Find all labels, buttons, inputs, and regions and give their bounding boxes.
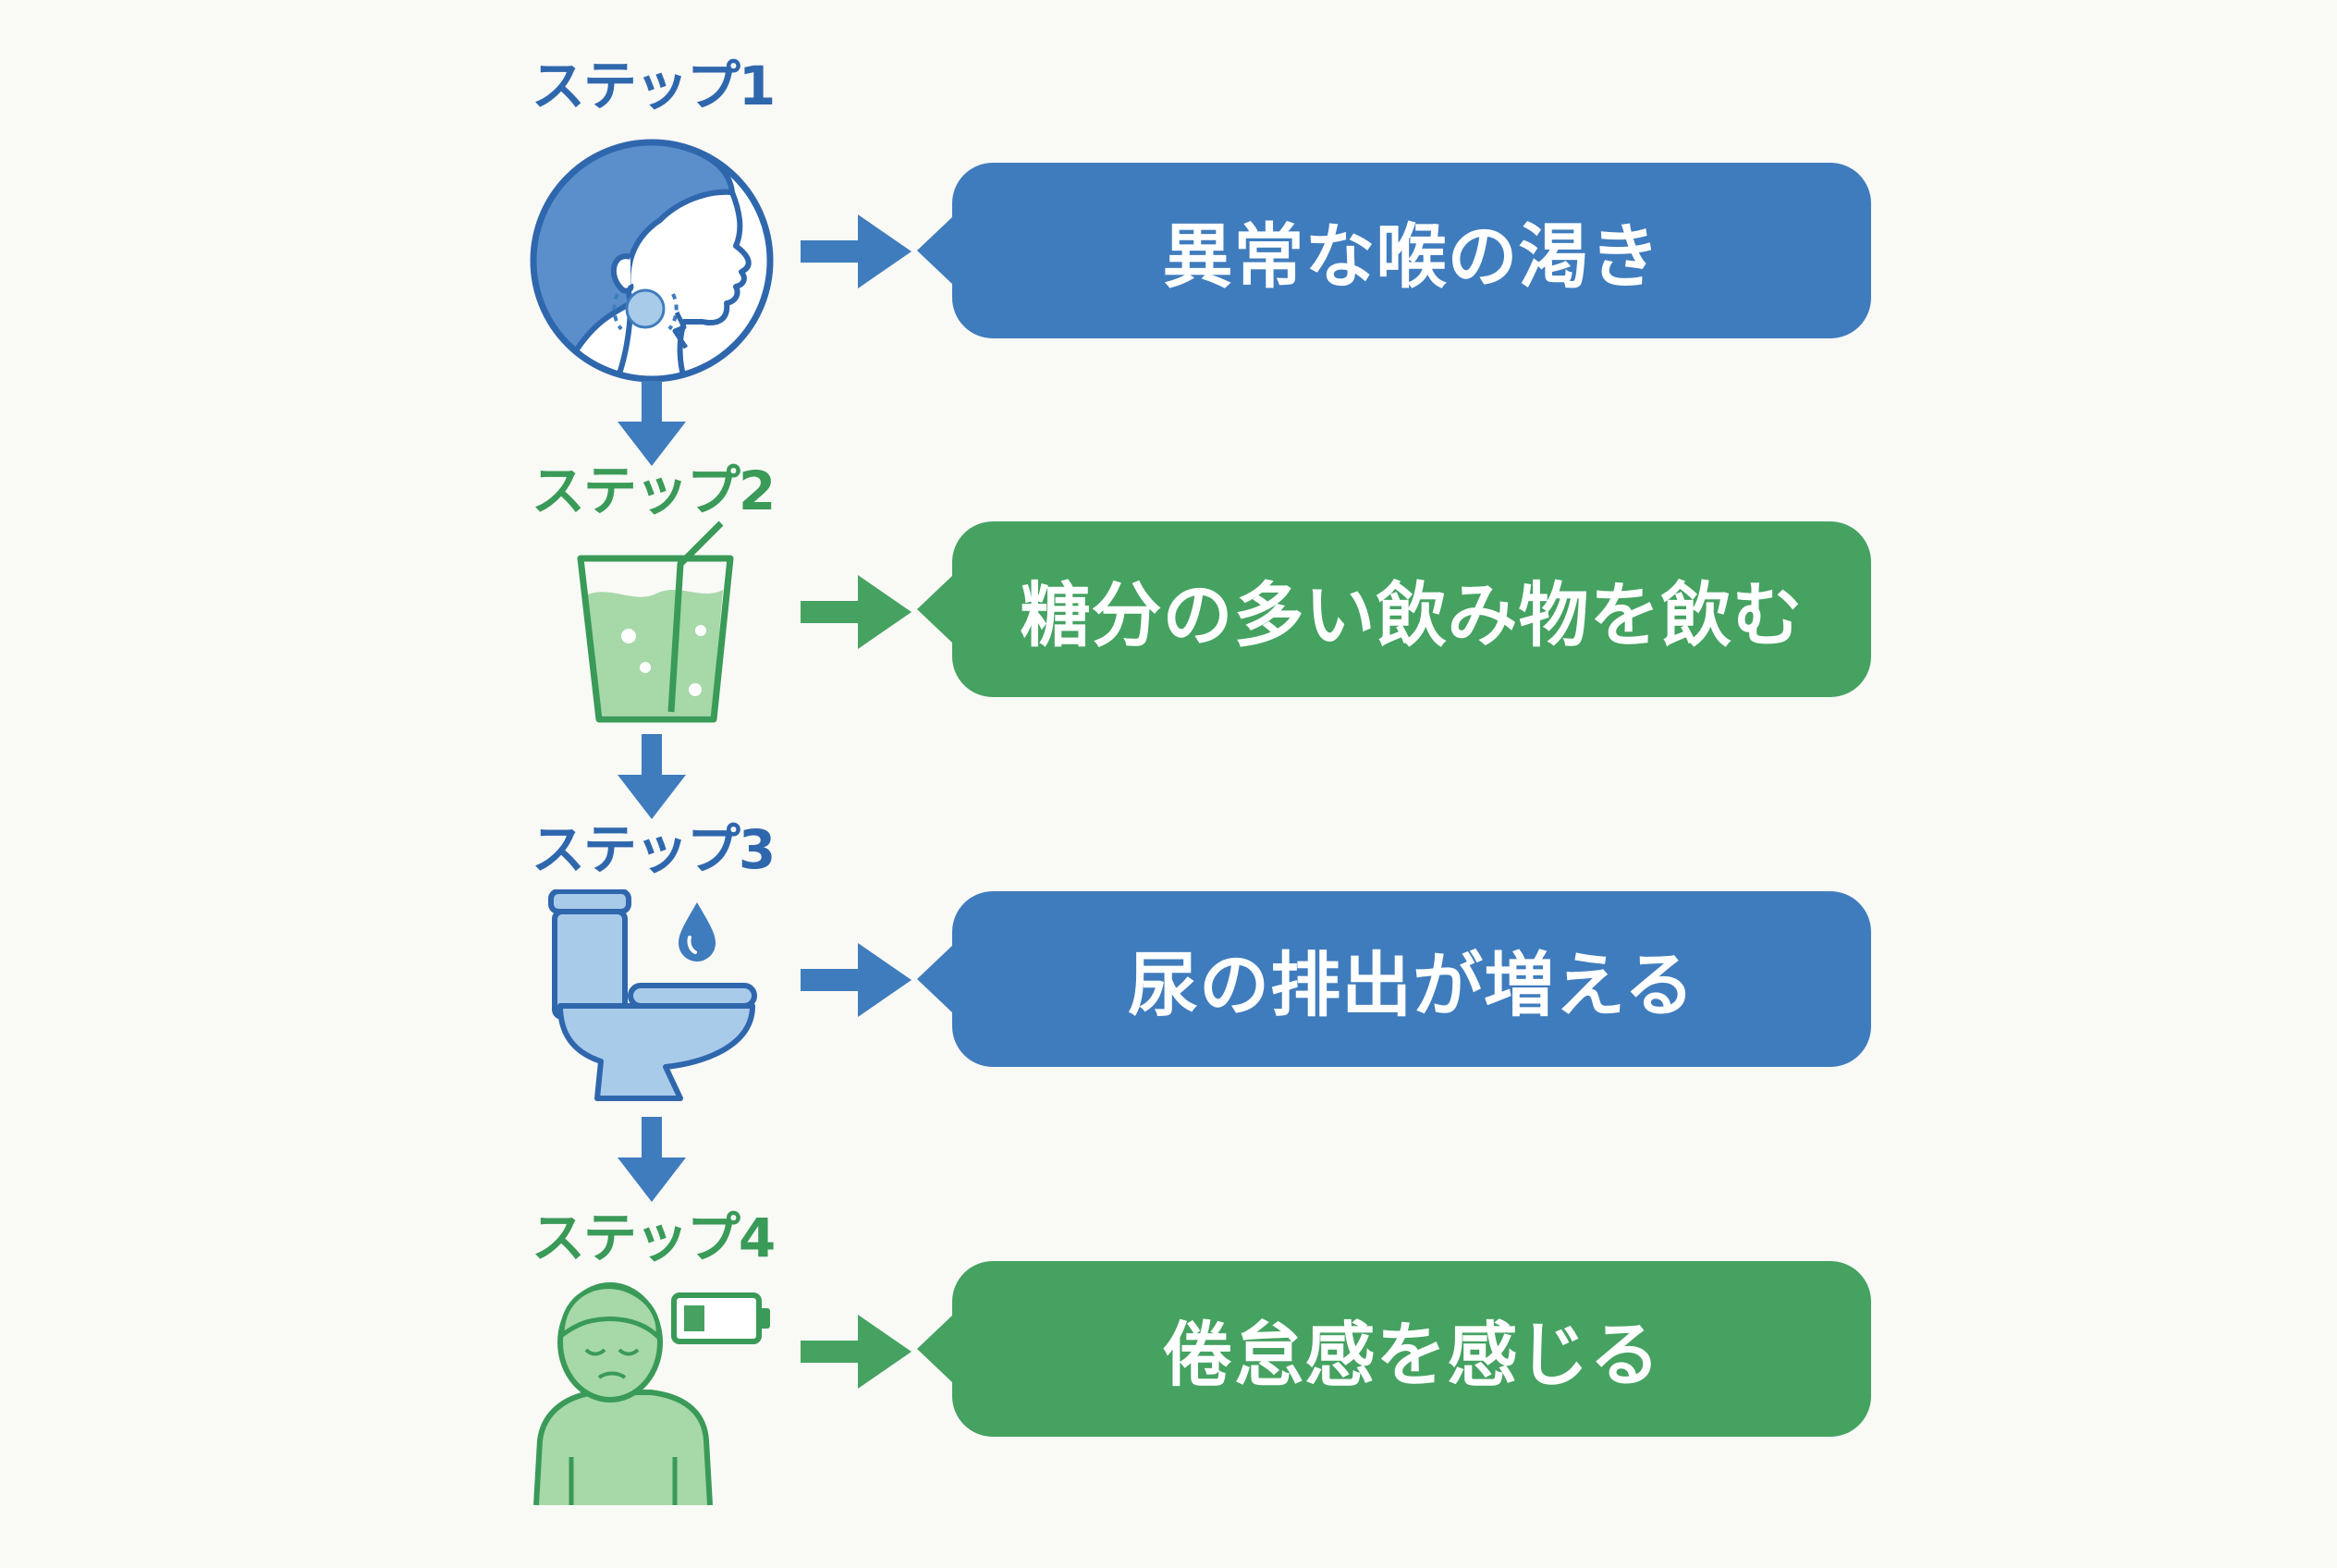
step-4-right-arrow: [801, 1315, 912, 1389]
step-4-label: ステップ4: [531, 1207, 776, 1269]
step-2-box-pointer: [917, 574, 954, 644]
throat-icon: [530, 139, 774, 383]
down-arrow-2: [618, 734, 686, 819]
toilet-icon: [548, 889, 757, 1101]
step-3-label: ステップ3: [531, 818, 776, 881]
low-battery-icon: [671, 1292, 770, 1344]
step-1-box: 異常な喉の渇き: [917, 163, 1871, 338]
down-arrow-1: [618, 381, 686, 466]
down-arrow-3: [618, 1117, 686, 1202]
step-3-box-pointer: [917, 944, 954, 1014]
step-3-box: 尿の排出が増える: [917, 891, 1871, 1067]
step-4-box-pointer: [917, 1314, 954, 1384]
step-1-box-pointer: [917, 215, 954, 286]
step-2-text: 糖分の多い飲み物を飲む: [1020, 574, 1804, 656]
drink-glass-icon: [577, 521, 734, 723]
step-4-text: 倦怠感を感じる: [1162, 1314, 1661, 1396]
tired-person-icon: [533, 1282, 713, 1506]
step-3-right-arrow: [801, 943, 912, 1017]
step-2-box: 糖分の多い飲み物を飲む: [917, 521, 1871, 697]
step-1-text: 異常な喉の渇き: [1162, 215, 1661, 298]
step-1-label: ステップ1: [531, 55, 776, 117]
step-2-label: ステップ2: [531, 459, 776, 522]
step-4-box: 倦怠感を感じる: [917, 1261, 1871, 1437]
step-1-right-arrow: [801, 214, 912, 288]
step-3-text: 尿の排出が増える: [1128, 944, 1695, 1026]
step-2-right-arrow: [801, 575, 912, 649]
